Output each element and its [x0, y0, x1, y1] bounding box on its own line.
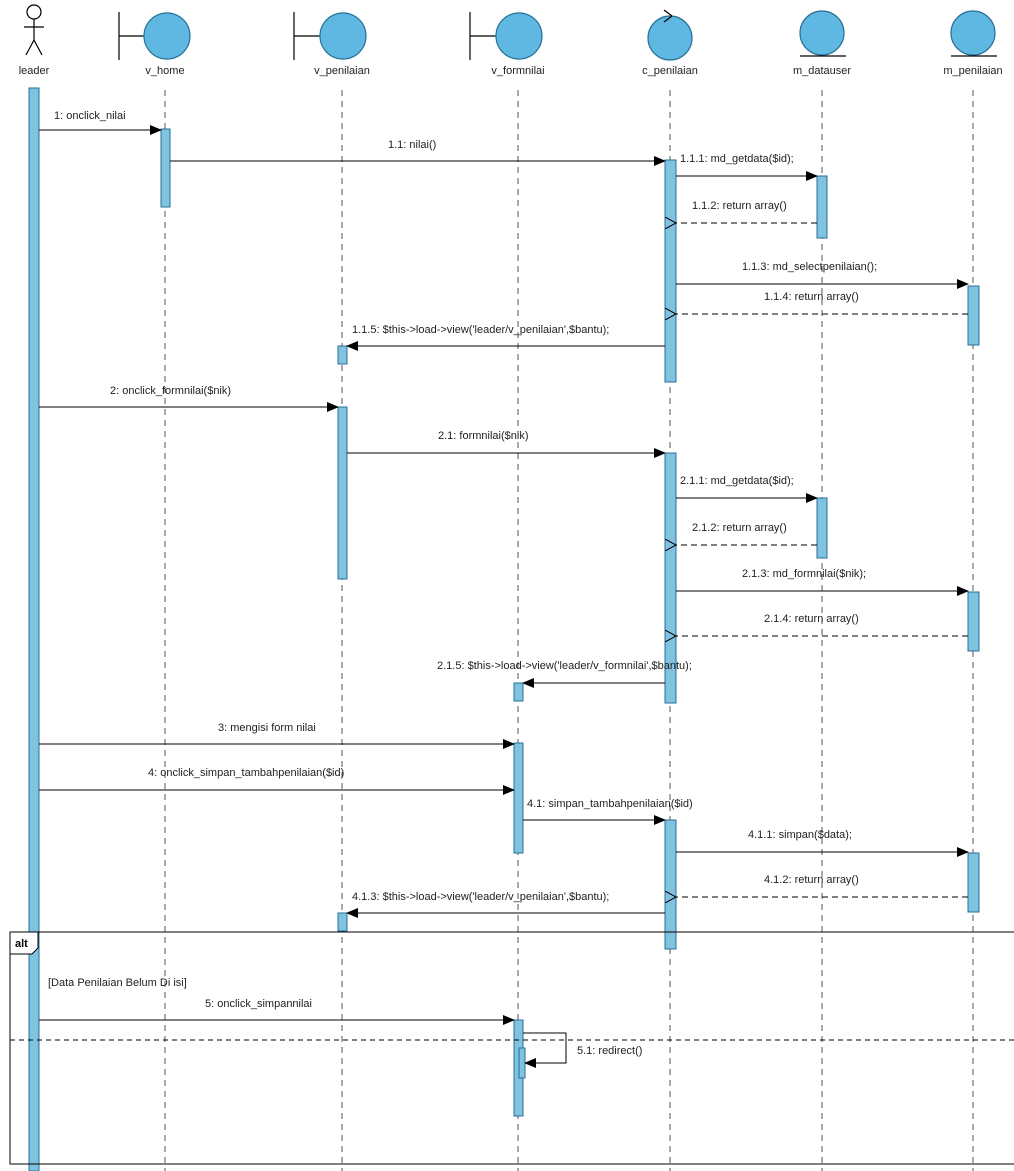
boundary-icon-v-penilaian	[293, 12, 367, 60]
lifeline-label-c-penilaian: c_penilaian	[642, 65, 698, 77]
message-label-5: 5: onclick_simpannilai	[205, 998, 312, 1010]
actor-icon	[26, 4, 42, 20]
boundary-icon-v-formnilai	[469, 12, 543, 60]
message-label-1-1-3: 1.1.3: md_selectpenilaian();	[742, 261, 877, 273]
boundary-icon-v-home	[118, 12, 191, 60]
message-label-5-1: 5.1: redirect()	[577, 1045, 642, 1057]
message-lines	[39, 125, 969, 1068]
message-line-5-1	[523, 1032, 567, 1068]
message-label-1-1: 1.1: nilai()	[388, 139, 436, 151]
entity-icon-m-datauser	[799, 10, 846, 57]
lifeline-label-v-penilaian: v_penilaian	[314, 65, 370, 77]
message-label-1-1-2: 1.1.2: return array()	[692, 200, 787, 212]
message-label-4-1-3: 4.1.3: $this->load->view('leader/v_penil…	[352, 891, 609, 903]
activation-m-penilaian-2	[967, 591, 980, 652]
activation-leader	[28, 87, 40, 1171]
alt-tag: alt	[15, 938, 28, 950]
activation-c-penilaian-3	[664, 819, 677, 950]
activation-m-datauser-1	[816, 175, 828, 239]
control-icon-c-penilaian	[647, 9, 693, 61]
activation-c-penilaian-2	[664, 452, 677, 704]
activation-v-penilaian-3	[337, 912, 348, 932]
message-label-2-1-5: 2.1.5: $this->load->view('leader/v_formn…	[437, 660, 692, 672]
lifeline-label-leader: leader	[19, 65, 50, 77]
alt-fragment: alt	[9, 931, 1014, 1165]
activation-v-home	[160, 128, 171, 208]
message-label-3: 3: mengisi form nilai	[218, 722, 316, 734]
activation-v-formnilai-1	[513, 682, 524, 702]
message-label-1-1-1: 1.1.1: md_getdata($id);	[680, 153, 794, 165]
activation-m-penilaian-1	[967, 285, 980, 346]
activation-bars	[28, 87, 980, 1171]
activation-v-formnilai-2	[513, 742, 524, 854]
message-label-2: 2: onclick_formnilai($nik)	[110, 385, 231, 397]
activation-m-datauser-2	[816, 497, 828, 559]
message-label-1-1-5: 1.1.5: $this->load->view('leader/v_penil…	[352, 324, 609, 336]
message-label-4-1-1: 4.1.1: simpan($data);	[748, 829, 852, 841]
actor-leader	[24, 4, 44, 56]
activation-v-penilaian-1	[337, 345, 348, 365]
lifeline-label-m-penilaian: m_penilaian	[943, 65, 1002, 77]
message-label-2-1-1: 2.1.1: md_getdata($id);	[680, 475, 794, 487]
activation-m-penilaian-3	[967, 852, 980, 913]
lifeline-label-v-formnilai: v_formnilai	[491, 65, 544, 77]
message-label-1-1-4: 1.1.4: return array()	[764, 291, 859, 303]
activation-v-formnilai-3b	[518, 1047, 526, 1079]
message-label-2-1-4: 2.1.4: return array()	[764, 613, 859, 625]
alt-guard: [Data Penilaian Belum Di isi]	[48, 977, 187, 989]
message-label-4-1: 4.1: simpan_tambahpenilaian($id)	[527, 798, 693, 810]
message-label-2-1: 2.1: formnilai($nik)	[438, 430, 528, 442]
activation-v-penilaian-2	[337, 406, 348, 580]
message-label-4: 4: onclick_simpan_tambahpenilaian($id)	[148, 767, 344, 779]
message-label-4-1-2: 4.1.2: return array()	[764, 874, 859, 886]
message-labels: 1: onclick_nilai 1.1: nilai() 1.1.1: md_…	[54, 110, 877, 1057]
lifeline-label-m-datauser: m_datauser	[793, 65, 851, 77]
activation-c-penilaian-1	[664, 159, 677, 383]
entity-icon-m-penilaian	[950, 10, 997, 57]
lifeline-label-v-home: v_home	[145, 65, 184, 77]
message-label-1: 1: onclick_nilai	[54, 110, 126, 122]
message-label-2-1-3: 2.1.3: md_formnilai($nik);	[742, 568, 866, 580]
message-label-2-1-2: 2.1.2: return array()	[692, 522, 787, 534]
